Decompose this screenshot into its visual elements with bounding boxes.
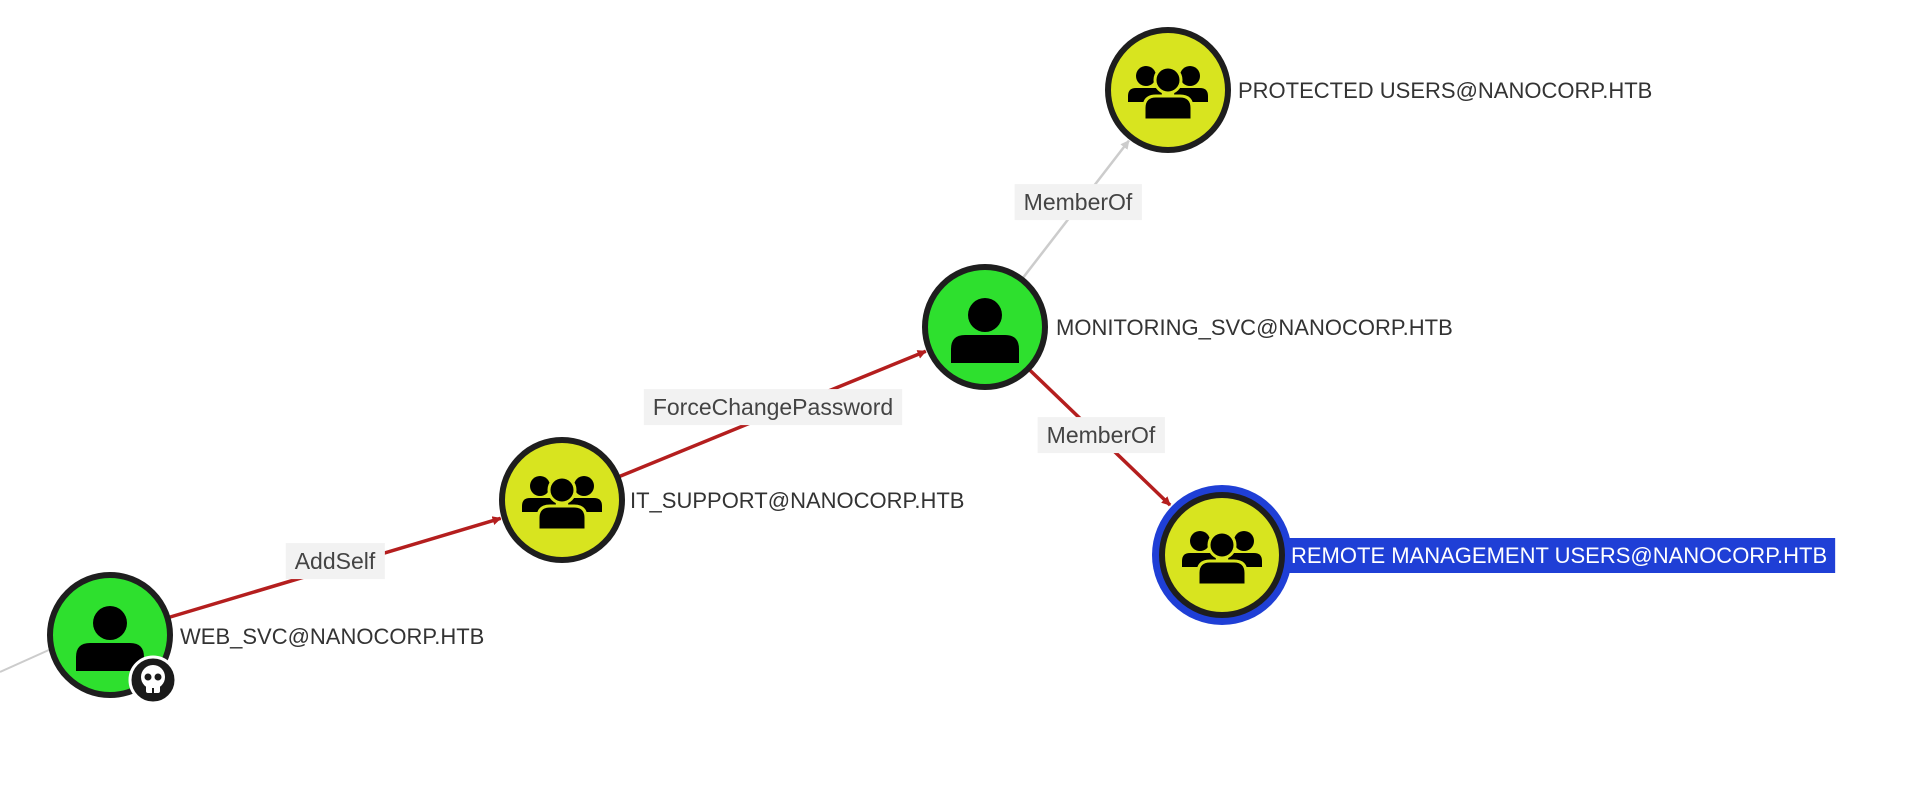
node-label: PROTECTED USERS@NANOCORP.HTB — [1238, 78, 1652, 103]
edge-label[interactable]: AddSelf — [285, 543, 385, 580]
node-protected-users[interactable]: PROTECTED USERS@NANOCORP.HTB — [1105, 27, 1652, 153]
node-label: REMOTE MANAGEMENT USERS@NANOCORP.HTB — [1291, 543, 1827, 568]
edge-label-background — [1014, 184, 1142, 221]
node-web-svc[interactable]: WEB_SVC@NANOCORP.HTB — [47, 572, 484, 705]
edge-label[interactable]: ForceChangePassword — [643, 389, 903, 426]
node-remote-mgmt[interactable]: REMOTE MANAGEMENT USERS@NANOCORP.HTB — [1152, 485, 1836, 625]
user-icon — [951, 298, 1019, 363]
group-icon — [1182, 530, 1262, 587]
edge-label-background — [643, 389, 903, 426]
edge-label-text: MemberOf — [1024, 189, 1133, 215]
edge-label-text: AddSelf — [295, 548, 376, 574]
node-it-support[interactable]: IT_SUPPORT@NANOCORP.HTB — [499, 437, 964, 563]
user-icon — [76, 606, 144, 671]
edge-label-text: ForceChangePassword — [653, 394, 893, 420]
skull-icon — [128, 655, 178, 705]
node-monitoring-svc[interactable]: MONITORING_SVC@NANOCORP.HTB — [922, 264, 1453, 390]
edge-label[interactable]: MemberOf — [1014, 184, 1142, 221]
node-label: MONITORING_SVC@NANOCORP.HTB — [1056, 315, 1453, 340]
edge-label-background — [285, 543, 385, 580]
edge-label-text: MemberOf — [1047, 422, 1156, 448]
edge-label-background — [1037, 417, 1165, 454]
edge-label[interactable]: MemberOf — [1037, 417, 1165, 454]
selected-label-background — [1287, 538, 1836, 573]
node-label: WEB_SVC@NANOCORP.HTB — [180, 624, 484, 649]
node-label: IT_SUPPORT@NANOCORP.HTB — [630, 488, 964, 513]
group-icon — [1128, 65, 1208, 122]
group-icon — [522, 475, 602, 532]
